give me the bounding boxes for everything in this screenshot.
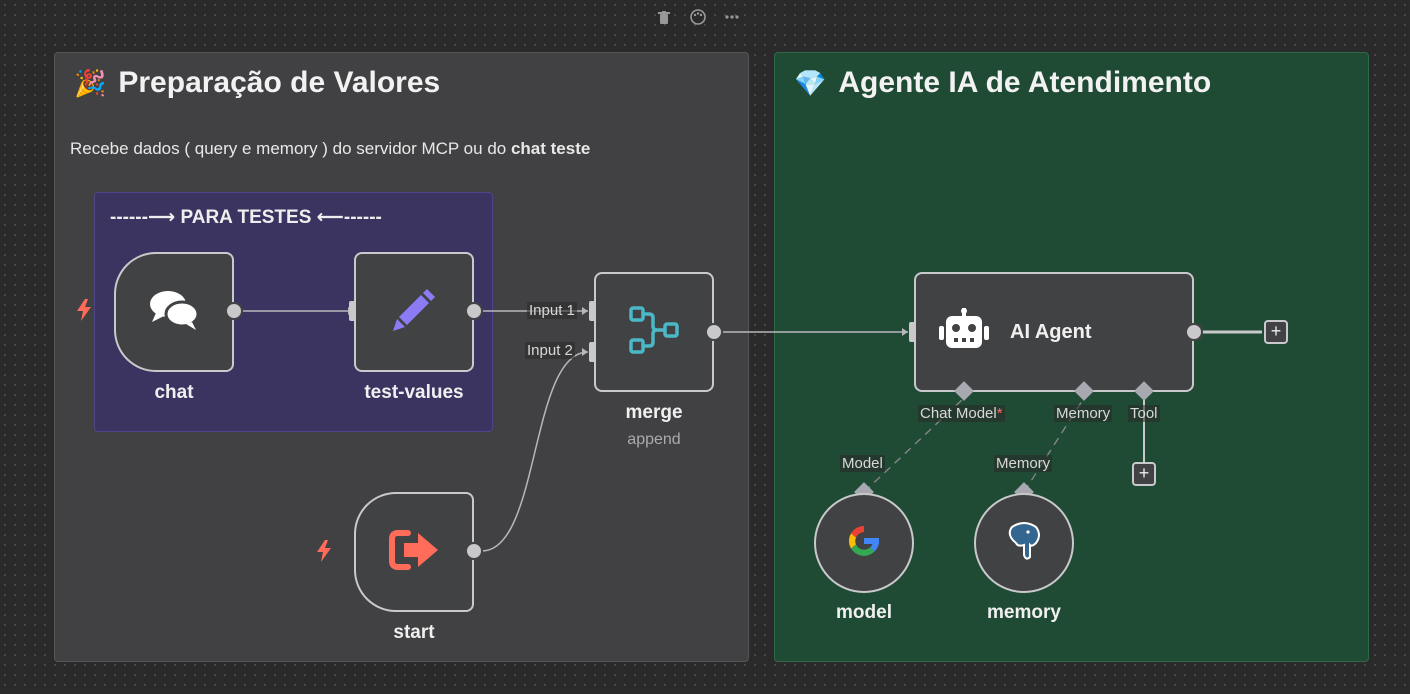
- required-marker: *: [996, 405, 1003, 422]
- sticky-toolbar: [656, 8, 740, 26]
- memory-port-label: Memory: [1054, 405, 1113, 422]
- model-node-label: model: [836, 602, 892, 623]
- memory-node-label: memory: [987, 602, 1061, 623]
- merge-icon: [627, 303, 681, 362]
- palette-icon[interactable]: [690, 8, 706, 26]
- merge-input2-label: Input 2: [525, 342, 575, 359]
- ai-agent-node-label: AI Agent: [1010, 320, 1092, 343]
- gem-icon: 💎: [794, 67, 827, 98]
- chat-model-port-label: Chat Model*: [918, 405, 1005, 422]
- ai-agent-output-handle[interactable]: [1185, 323, 1203, 341]
- trash-icon[interactable]: [656, 8, 672, 26]
- merge-output-handle[interactable]: [705, 323, 723, 341]
- merge-node-label: merge: [625, 402, 683, 423]
- sign-out-icon: [388, 529, 440, 576]
- start-node-label: start: [393, 622, 435, 643]
- chat-model-port-text: Chat Model: [920, 405, 997, 422]
- desc-text: Recebe dados ( query e memory ) do servi…: [70, 139, 511, 158]
- note-description: Recebe dados ( query e memory ) do servi…: [70, 139, 590, 159]
- ai-agent-node[interactable]: AI Agent: [914, 272, 1194, 392]
- memory-node[interactable]: [974, 493, 1074, 593]
- test-values-node-label: test-values: [364, 382, 464, 403]
- chat-node[interactable]: [114, 252, 234, 372]
- model-port-label: Model: [840, 455, 885, 472]
- tool-add-button[interactable]: +: [1132, 462, 1156, 486]
- pencil-icon: [389, 285, 439, 340]
- trigger-bolt-icon: [75, 299, 93, 327]
- memory-node-port-label: Memory: [994, 455, 1053, 472]
- start-node[interactable]: [354, 492, 474, 612]
- start-output-handle[interactable]: [465, 542, 483, 560]
- para-testes-banner: ------⟶ PARA TESTES ⟵------: [110, 207, 382, 228]
- note-title-text: Preparação de Valores: [118, 66, 441, 99]
- google-icon: [845, 522, 883, 565]
- ellipsis-icon[interactable]: [724, 8, 740, 26]
- merge-node[interactable]: [594, 272, 714, 392]
- chat-bubbles-icon: [148, 288, 200, 337]
- note-title-preparacao: 🎉 Preparação de Valores: [74, 66, 440, 100]
- test-values-node[interactable]: [354, 252, 474, 372]
- postgres-elephant-icon: [1006, 521, 1042, 566]
- ai-agent-add-next-button[interactable]: +: [1264, 320, 1288, 344]
- robot-icon: [938, 307, 990, 357]
- note-title-agente: 💎 Agente IA de Atendimento: [794, 66, 1211, 100]
- tool-port-label: Tool: [1128, 405, 1160, 422]
- chat-node-label: chat: [154, 382, 194, 403]
- merge-node-subtitle: append: [627, 431, 681, 448]
- test-values-output-handle[interactable]: [465, 302, 483, 320]
- merge-input1-label: Input 1: [527, 302, 577, 319]
- model-node[interactable]: [814, 493, 914, 593]
- desc-bold: chat teste: [510, 139, 591, 158]
- trigger-bolt-icon: [315, 540, 333, 568]
- note-title-text: Agente IA de Atendimento: [838, 66, 1212, 99]
- party-popper-icon: 🎉: [74, 67, 107, 98]
- chat-output-handle[interactable]: [225, 302, 243, 320]
